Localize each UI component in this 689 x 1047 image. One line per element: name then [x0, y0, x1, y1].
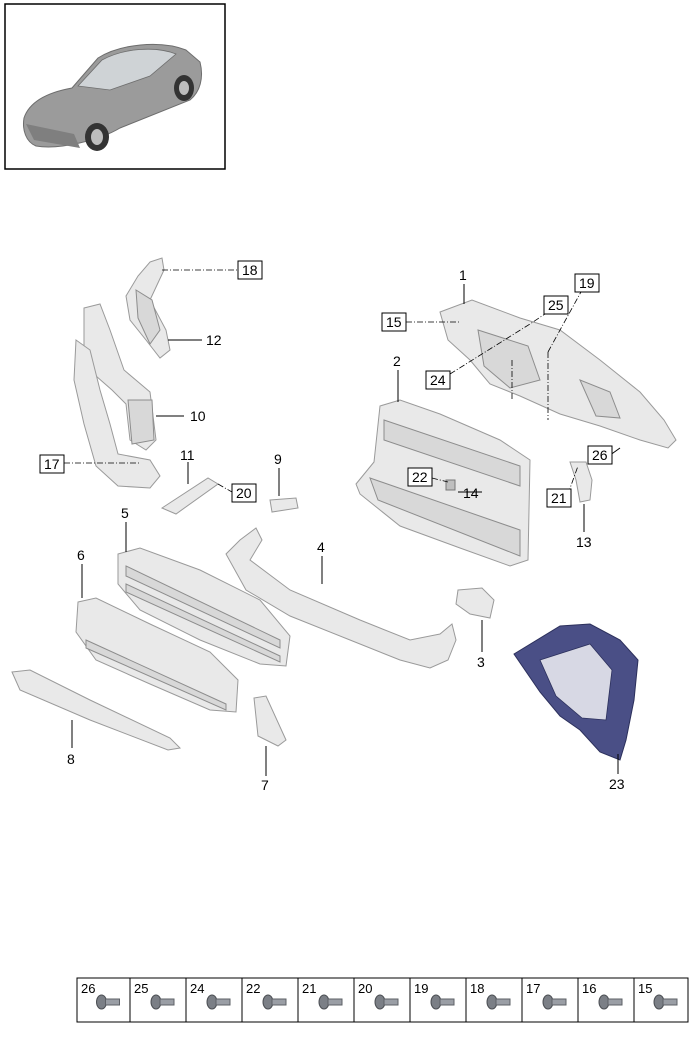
callout-5: 5 [121, 505, 129, 521]
callout-4: 4 [317, 539, 325, 555]
svg-text:21: 21 [551, 490, 567, 506]
callout-26: 26 [587, 445, 613, 465]
svg-text:18: 18 [242, 262, 258, 278]
svg-text:26: 26 [592, 447, 608, 463]
callout-2: 2 [393, 353, 401, 369]
part-14-clip [445, 479, 456, 491]
callout-7: 7 [261, 777, 269, 793]
part-12-18-bracket [125, 257, 171, 359]
hardware-number: 24 [190, 981, 204, 996]
hardware-number: 25 [134, 981, 148, 996]
callout-18: 18 [237, 260, 263, 280]
callout-25: 25 [543, 295, 569, 315]
part-6-grille-frame [75, 597, 239, 713]
part-2-air-guide [355, 399, 531, 567]
hardware-number: 19 [414, 981, 428, 996]
part-23-air-duct [513, 623, 639, 761]
callout-15: 15 [381, 312, 407, 332]
callout-22: 22 [407, 467, 433, 487]
hardware-number: 17 [526, 981, 540, 996]
svg-text:24: 24 [430, 372, 446, 388]
svg-text:19: 19 [579, 275, 595, 291]
boxed-callouts: 18 17 20 15 24 25 19 22 [39, 260, 613, 508]
car-illustration [23, 43, 203, 151]
part-4-lower-carrier [225, 527, 457, 669]
callout-19: 19 [574, 273, 600, 293]
hardware-item-24: 24 [185, 978, 231, 1022]
hardware-item-18: 18 [465, 978, 511, 1022]
hardware-item-25: 25 [129, 978, 175, 1022]
callout-13: 13 [576, 534, 592, 550]
callout-24: 24 [425, 370, 451, 390]
fastener-shank-icon [383, 998, 399, 1006]
hardware-number: 26 [81, 981, 95, 996]
fastener-shank-icon [327, 998, 343, 1006]
hardware-item-22: 22 [241, 978, 287, 1022]
hardware-number: 22 [246, 981, 260, 996]
hardware-number: 20 [358, 981, 372, 996]
hardware-item-21: 21 [297, 978, 343, 1022]
callout-labels: 1 2 3 4 5 6 7 8 9 10 11 12 13 14 23 [67, 267, 625, 793]
part-11-strip [160, 477, 219, 515]
leader-lines [64, 269, 621, 776]
part-7-cover [253, 695, 287, 747]
fastener-shank-icon [439, 998, 455, 1006]
callout-8: 8 [67, 751, 75, 767]
callout-1: 1 [459, 267, 467, 283]
callout-11: 11 [180, 447, 195, 463]
hardware-item-17: 17 [521, 978, 567, 1022]
hardware-item-19: 19 [409, 978, 455, 1022]
hardware-cells: 26 25 24 22 21 20 19 18 17 16 15 [81, 978, 678, 1022]
hardware-number: 15 [638, 981, 652, 996]
part-3-bracket [455, 587, 495, 619]
callout-14: 14 [463, 485, 479, 501]
callout-6: 6 [77, 547, 85, 563]
fastener-shank-icon [215, 998, 231, 1006]
callout-17: 17 [39, 454, 65, 474]
callout-20: 20 [231, 483, 257, 503]
fastener-shank-icon [551, 998, 567, 1006]
svg-text:22: 22 [412, 469, 428, 485]
hardware-item-16: 16 [577, 978, 623, 1022]
callout-9: 9 [274, 451, 282, 467]
fastener-shank-icon [607, 998, 623, 1006]
svg-text:17: 17 [44, 456, 60, 472]
vehicle-thumbnail [4, 3, 226, 170]
hardware-number: 16 [582, 981, 596, 996]
fastener-shank-icon [495, 998, 511, 1006]
callout-10: 10 [190, 408, 206, 424]
callout-3: 3 [477, 654, 485, 670]
hardware-item-15: 15 [633, 978, 678, 1022]
hardware-number: 21 [302, 981, 316, 996]
part-10-frame [73, 303, 161, 489]
callout-21: 21 [546, 488, 572, 508]
svg-text:20: 20 [236, 485, 252, 501]
hardware-strip: 26 25 24 22 21 20 19 18 17 16 15 [76, 977, 689, 1023]
fastener-shank-icon [159, 998, 175, 1006]
part-9-clip [269, 497, 299, 513]
part-8-trim-strip [11, 669, 182, 751]
hardware-number: 18 [470, 981, 484, 996]
part-13-bracket [569, 461, 593, 503]
callout-23: 23 [609, 776, 625, 792]
fastener-shank-icon [662, 998, 678, 1006]
fastener-shank-icon [105, 998, 120, 1006]
callout-12: 12 [206, 332, 222, 348]
hardware-item-26: 26 [81, 981, 120, 1010]
part-1-carrier [439, 299, 677, 449]
svg-text:15: 15 [386, 314, 402, 330]
svg-text:25: 25 [548, 297, 564, 313]
part-5-shutter [117, 547, 291, 667]
hardware-item-20: 20 [353, 978, 399, 1022]
fastener-shank-icon [271, 998, 287, 1006]
